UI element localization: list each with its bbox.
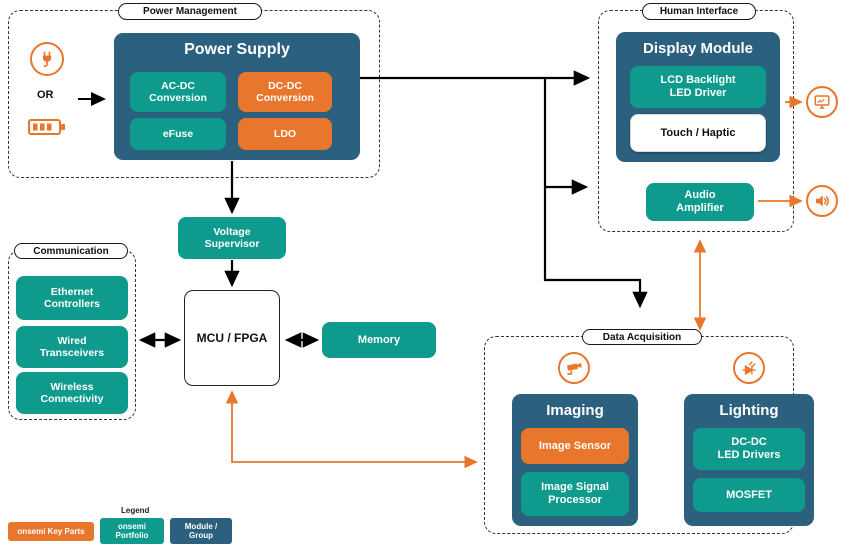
image-signal-processor-block: Image Signal Processor — [521, 472, 629, 516]
arrow-power-to-data-acquisition — [543, 187, 648, 309]
legend-portfolio: onsemi Portfolio — [100, 518, 164, 544]
memory-block: Memory — [322, 322, 436, 358]
led-icon — [733, 352, 765, 384]
display-module-title: Display Module — [642, 40, 754, 57]
or-label: OR — [37, 89, 54, 101]
mcu-fpga-block: MCU / FPGA — [184, 290, 280, 386]
mosfet-block: MOSFET — [693, 478, 805, 512]
dcdc-led-drivers-block: DC-DC LED Drivers — [693, 428, 805, 470]
ldo-block: LDO — [238, 118, 332, 150]
touch-haptic-block: Touch / Haptic — [630, 114, 766, 152]
data-acquisition-label: Data Acquisition — [582, 329, 702, 345]
lcd-backlight-block: LCD Backlight LED Driver — [630, 66, 766, 108]
ac-plug-icon — [30, 42, 64, 76]
battery-icon — [28, 117, 66, 142]
dcdc-conversion-block: DC-DC Conversion — [238, 72, 332, 112]
arrow-power-to-audio — [543, 78, 589, 195]
legend-title: Legend — [121, 506, 150, 515]
legend-module-group: Module / Group — [170, 518, 232, 544]
acdc-conversion-block: AC-DC Conversion — [130, 72, 226, 112]
power-management-label: Power Management — [118, 3, 262, 20]
efuse-block: eFuse — [130, 118, 226, 150]
human-interface-label: Human Interface — [642, 3, 756, 20]
monitor-icon — [806, 86, 838, 118]
imaging-title: Imaging — [546, 402, 604, 419]
wireless-connectivity-block: Wireless Connectivity — [16, 372, 128, 414]
ethernet-controllers-block: Ethernet Controllers — [16, 276, 128, 320]
speaker-icon — [806, 185, 838, 217]
arrow-mcu-data-acquisition — [225, 390, 478, 469]
power-supply-title: Power Supply — [184, 41, 290, 58]
communication-label: Communication — [14, 243, 128, 259]
image-sensor-block: Image Sensor — [521, 428, 629, 464]
voltage-supervisor-block: Voltage Supervisor — [178, 217, 286, 259]
legend-key-parts: onsemi Key Parts — [8, 522, 94, 541]
wired-transceivers-block: Wired Transceivers — [16, 326, 128, 368]
cctv-camera-icon — [558, 352, 590, 384]
lighting-title: Lighting — [719, 402, 779, 419]
audio-amplifier-block: Audio Amplifier — [646, 183, 754, 221]
